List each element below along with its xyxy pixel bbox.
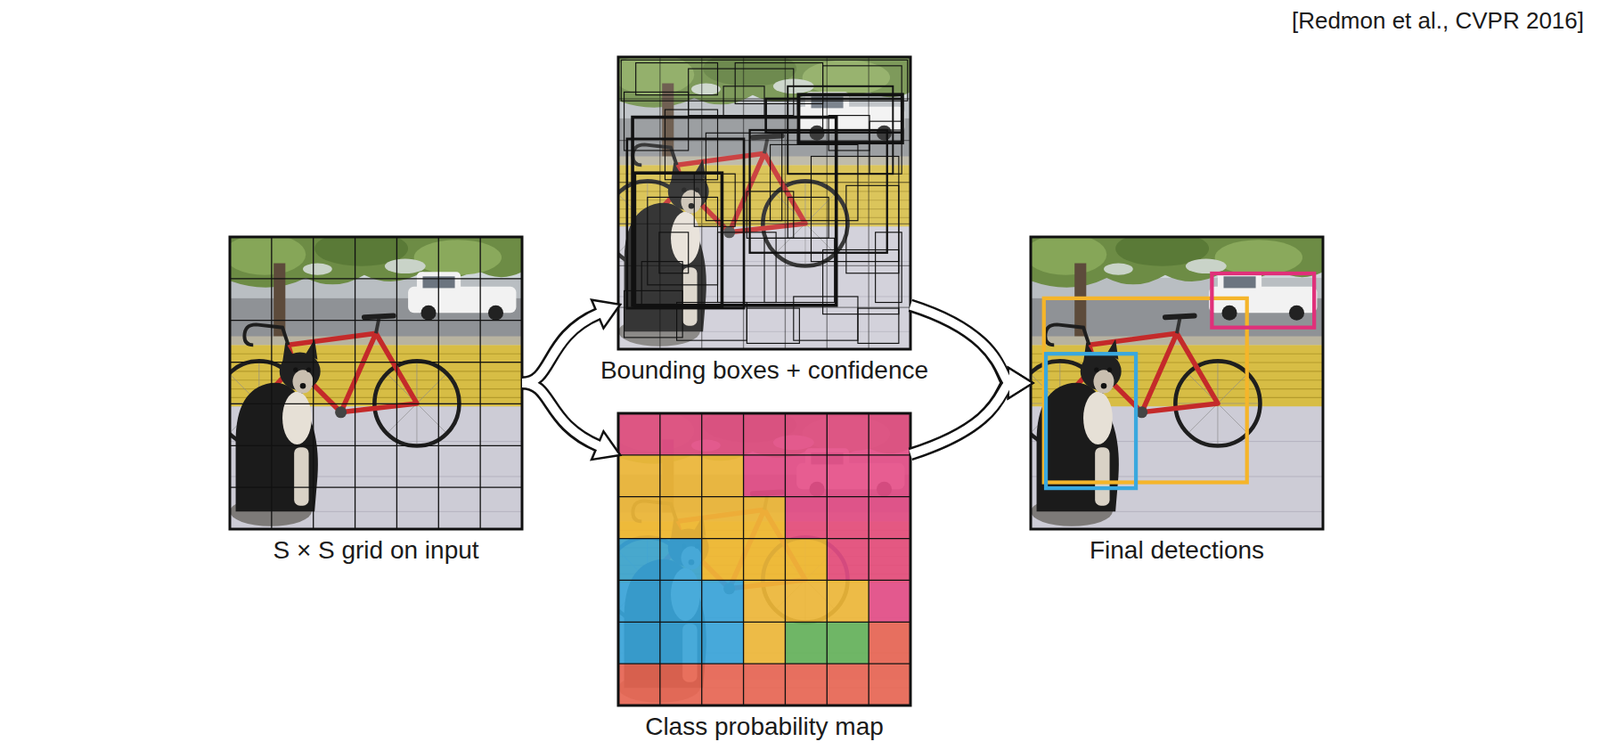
illustration-part xyxy=(641,261,683,309)
illustration-part xyxy=(618,413,911,456)
illustration-part xyxy=(764,237,835,303)
illustration-part xyxy=(746,191,793,238)
illustration-part xyxy=(659,232,689,274)
illustration-part xyxy=(743,621,786,664)
illustration-part xyxy=(620,59,907,343)
illustration-part xyxy=(1045,353,1136,489)
illustration-part xyxy=(868,579,911,622)
illustration-part xyxy=(618,413,911,622)
arrow-body xyxy=(522,383,601,447)
panel-caption: Bounding boxes + confidence xyxy=(600,356,929,385)
illustration-part xyxy=(618,621,744,664)
image-border xyxy=(618,57,911,350)
illustration-part xyxy=(604,50,911,350)
arrow-body xyxy=(522,312,601,384)
hollow-arrow-outline xyxy=(910,369,1031,455)
arrow-outline xyxy=(910,383,1010,455)
illustration-part xyxy=(746,308,800,343)
illustration-part xyxy=(636,63,719,96)
illustration-part xyxy=(618,413,911,706)
citation: [Redmon et al., CVPR 2016] xyxy=(1291,7,1584,34)
arrowhead xyxy=(593,433,619,459)
illustration-part xyxy=(1017,230,1323,530)
arrowhead xyxy=(593,301,619,327)
illustration-part xyxy=(868,621,911,664)
panel-caption: Class probability map xyxy=(644,712,884,742)
image-border xyxy=(618,413,911,706)
illustration-part xyxy=(793,296,858,341)
illustration-part xyxy=(693,173,735,227)
image-panel: Final detections xyxy=(1030,236,1323,530)
illustration-part xyxy=(618,413,911,706)
detections-image xyxy=(1017,230,1323,530)
illustration-part xyxy=(618,57,911,350)
input-image xyxy=(216,230,523,530)
illustration-part xyxy=(766,98,903,133)
illustration-part xyxy=(787,196,829,238)
illustration-part xyxy=(618,455,744,498)
illustration-part xyxy=(618,579,744,622)
hollow-arrow xyxy=(910,305,1031,397)
illustration-part xyxy=(632,117,837,306)
illustration-part xyxy=(784,497,911,539)
illustration-part xyxy=(627,138,744,309)
illustration-part xyxy=(702,538,828,581)
arrowhead-outline xyxy=(1009,369,1031,397)
illustration-part xyxy=(1044,273,1315,489)
illustration-part xyxy=(798,94,902,143)
illustration-part xyxy=(875,232,903,303)
hollow-arrow xyxy=(910,369,1031,455)
illustration-part xyxy=(846,185,899,273)
illustration-part xyxy=(1211,273,1315,328)
illustration-part xyxy=(857,308,899,343)
arrow-body xyxy=(910,383,1012,455)
illustration-part xyxy=(743,579,870,622)
illustration-part xyxy=(718,232,777,303)
panel-caption: Final detections xyxy=(1089,536,1265,565)
illustration-part xyxy=(604,407,911,706)
arrow-fill-layer xyxy=(522,301,1031,458)
illustration-part xyxy=(634,172,722,308)
arrow-outline-layer xyxy=(522,301,1031,458)
image-panel: Bounding boxes + confidence xyxy=(618,57,911,350)
image-panel: Class probability map xyxy=(618,413,911,706)
illustration-part xyxy=(229,236,523,530)
boxes-image xyxy=(604,50,911,350)
arrowhead xyxy=(1009,369,1031,397)
illustration-part xyxy=(618,538,744,665)
illustration-part xyxy=(750,130,888,254)
arrowhead-outline xyxy=(1009,369,1031,397)
hollow-arrow-outline xyxy=(522,383,619,458)
illustration-part xyxy=(723,86,765,116)
panel-caption: S × S grid on input xyxy=(272,536,479,565)
class-map xyxy=(604,407,911,706)
illustration-part xyxy=(664,109,718,180)
image-panel: S × S grid on input xyxy=(229,236,523,530)
image-border xyxy=(1030,236,1323,530)
illustration-part xyxy=(810,156,898,262)
hollow-arrow-outline xyxy=(910,305,1031,397)
image-border xyxy=(229,236,523,530)
illustration-part xyxy=(688,68,794,115)
illustration-part xyxy=(618,57,911,350)
arrowhead xyxy=(1009,369,1031,397)
illustration-part xyxy=(618,663,911,706)
illustration-part xyxy=(216,230,523,530)
hollow-arrow xyxy=(522,383,619,458)
